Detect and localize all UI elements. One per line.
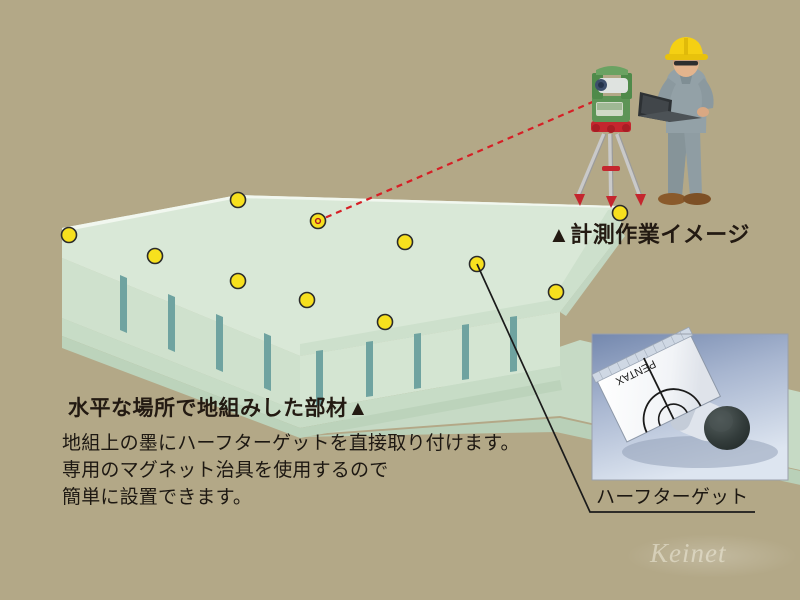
front-stiffener: [120, 275, 127, 333]
front-stiffener: [316, 350, 323, 406]
worker-hand-right: [697, 107, 709, 117]
front-stiffener-group: [120, 275, 517, 406]
plate-semicircle-outer: [642, 388, 702, 433]
watermark-glow: [626, 534, 798, 578]
front-stiffener: [168, 294, 175, 352]
body-text-line-1: 地組上の墨にハーフターゲットを直接取り付けます。: [62, 433, 520, 454]
plate-hinge-strip: [591, 326, 694, 384]
target-marker: [146, 247, 164, 265]
front-beam-flange-edge: [300, 208, 622, 356]
worker-leg-left-shade: [668, 130, 686, 196]
tribrach-screw: [607, 125, 615, 133]
body-text-line-2: 専用のマグネット治具を使用するので: [62, 460, 389, 481]
plate-semicircle-inner: [657, 403, 688, 427]
worker-arm-right: [698, 78, 714, 110]
magnet-knob-highlight: [709, 410, 733, 432]
front-beam-flange-shadow: [62, 336, 562, 438]
laser-sight-dashed-line: [319, 95, 605, 222]
target-marker: [611, 204, 629, 222]
inset-frame-border: [591, 333, 789, 481]
front-stiffener: [264, 333, 271, 391]
total-station-on-tripod: [574, 66, 646, 208]
deck-top-highlight: [62, 195, 620, 232]
watermark-logo: Keinet: [650, 538, 727, 568]
target-marker-sighted: [309, 212, 327, 230]
body-text-line-3: 簡単に設置できます。: [62, 487, 253, 508]
target-marker-center: [314, 217, 322, 225]
tripod-foot: [606, 196, 617, 208]
target-marker: [547, 283, 565, 301]
target-marker: [298, 291, 316, 309]
target-marker: [376, 313, 394, 331]
target-marker: [396, 233, 414, 251]
hard-hat-ridge: [684, 38, 688, 55]
callout-leader-line: [476, 263, 755, 513]
front-stiffener: [366, 341, 373, 397]
tripod-brace: [602, 166, 620, 171]
tribrach-screw: [592, 124, 600, 132]
target-marker: [60, 226, 78, 244]
laptop-keyboard: [638, 111, 702, 122]
target-marker: [229, 272, 247, 290]
safety-glasses: [674, 61, 698, 66]
tribrach-screw: [622, 124, 630, 132]
station-display: [597, 103, 622, 110]
worker-boot-right: [683, 193, 711, 205]
hard-hat-brim: [665, 54, 708, 60]
worker-with-laptop: [638, 37, 714, 205]
front-stiffener: [414, 333, 421, 389]
worker-boot-left: [658, 193, 686, 205]
front-beam-web: [62, 258, 560, 412]
front-stiffener: [216, 314, 223, 372]
beam-end-cap: [560, 232, 625, 316]
page-heading-assembly: 水平な場所で地組みした部材▲: [68, 397, 369, 420]
half-target-plate: PENTAX: [591, 326, 722, 443]
inset-shadow: [622, 436, 778, 468]
tripod-foot: [574, 194, 585, 206]
caption-half-target: ハーフターゲット: [596, 487, 749, 508]
caption-survey-operation: ▲計測作業イメージ: [548, 222, 750, 247]
front-beam-bottom-flange: [62, 318, 562, 428]
telescope-lens: [598, 82, 604, 88]
target-marker: [229, 191, 247, 209]
plate-hinge-teeth: [598, 331, 685, 380]
half-target-product-render: PENTAX: [591, 326, 789, 481]
tripod-foot: [635, 194, 646, 206]
plate-vertical-axis: [643, 357, 675, 420]
front-stiffener: [462, 324, 469, 380]
station-handle: [596, 66, 628, 75]
